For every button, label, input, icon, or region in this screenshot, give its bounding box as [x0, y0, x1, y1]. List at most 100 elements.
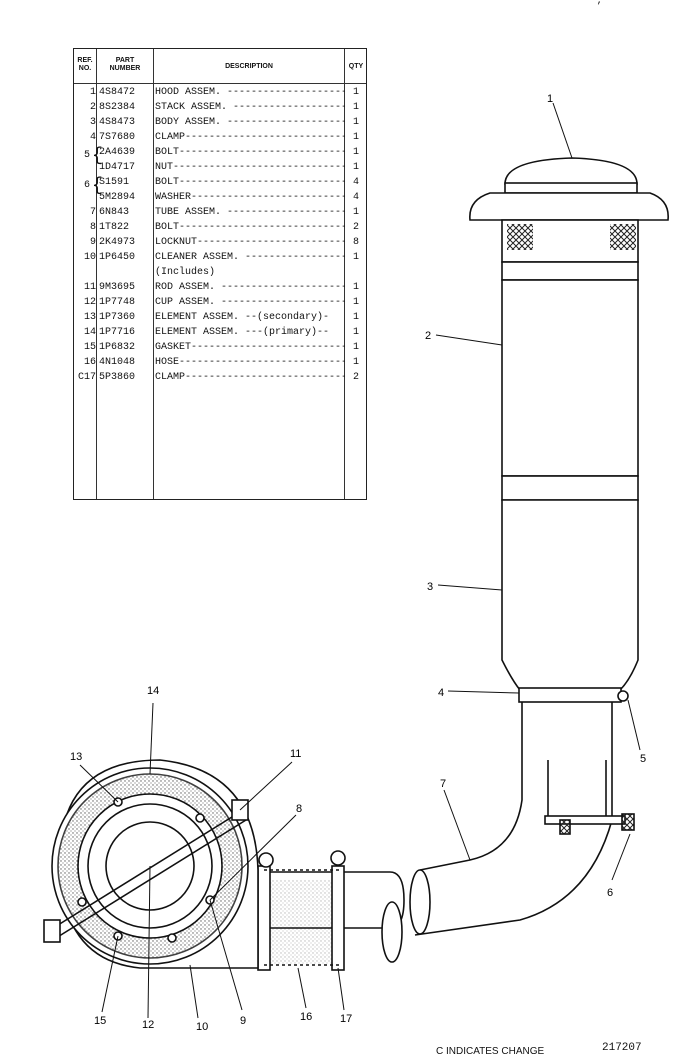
qty-cell: 4 — [352, 177, 359, 188]
hose — [239, 850, 405, 971]
part-number-cell: 1P7748 — [99, 297, 136, 308]
description-cell: HOSE------------------------------------ — [155, 357, 345, 368]
callout-14: 14 — [147, 685, 159, 697]
qty-cell: 1 — [352, 147, 359, 158]
description-cell: ELEMENT ASSEM. ---(primary)-- — [155, 327, 330, 338]
table-row: S1591 BOLT-------------------------------… — [74, 176, 366, 190]
group-ref-6: 6 — [84, 180, 91, 191]
callout-9: 9 — [240, 1015, 246, 1027]
qty-cell: 1 — [352, 357, 359, 368]
part-number-cell: 5M2894 — [99, 192, 136, 203]
corner-mark: ’ — [596, 2, 603, 13]
ref-cell: 16 — [83, 357, 96, 368]
table-row: 5M2894 WASHER----------------------------… — [74, 191, 366, 205]
callout-6: 6 — [607, 887, 613, 899]
description-cell: BOLT------------------------------------ — [155, 222, 345, 233]
ref-cell: 15 — [83, 342, 96, 353]
callout-15: 15 — [94, 1015, 106, 1027]
part-number-cell: 1P6832 — [99, 342, 136, 353]
header-part-number: PART NUMBER — [109, 57, 141, 72]
callout-4: 4 — [438, 687, 444, 699]
ref-cell: 4 — [89, 132, 96, 143]
callout-3: 3 — [427, 581, 433, 593]
ref-cell: 3 — [89, 117, 96, 128]
callout-7: 7 — [440, 778, 446, 790]
description-cell: CLAMP----------------------------------- — [155, 372, 345, 383]
part-number-cell: 8S2384 — [99, 102, 136, 113]
part-number-cell: 1P6450 — [99, 252, 136, 263]
callout-numbers: 1 2 3 4 5 6 7 8 9 10 11 12 13 14 15 16 1… — [70, 93, 646, 1033]
group-brace-5: { — [92, 146, 103, 166]
group-ref-5: 5 — [84, 150, 91, 161]
qty-cell: 1 — [352, 132, 359, 143]
callout-10: 10 — [196, 1021, 208, 1033]
description-cell: WASHER---------------------------------- — [155, 192, 345, 203]
description-cell: CLAMP----------------------------------- — [155, 132, 345, 143]
description-cell: CUP ASSEM. ------------------------ — [155, 297, 345, 308]
description-cell: LOCKNUT--------------------------------- — [155, 237, 345, 248]
callout-5: 5 — [640, 753, 646, 765]
part-number-cell: 4S8472 — [99, 87, 136, 98]
ref-cell: 10 — [83, 252, 96, 263]
description-cell: STACK ASSEM. --------------------------- — [155, 102, 345, 113]
description-cell: NUT------------------------------------- — [155, 162, 345, 173]
table-row: 47S7680CLAMP----------------------------… — [74, 131, 366, 145]
hood-assembly — [469, 157, 669, 263]
description-cell: HOOD ASSEM. ---------------------------- — [155, 87, 345, 98]
callout-16: 16 — [300, 1011, 312, 1023]
part-number-cell: 1T822 — [99, 222, 130, 233]
part-number-cell: S1591 — [99, 177, 130, 188]
qty-cell: 1 — [352, 207, 359, 218]
part-number-cell: 2A4639 — [99, 147, 136, 158]
description-cell: BODY ASSEM. ---------------------------- — [155, 117, 345, 128]
table-row: 2A4639 BOLT------------------------------… — [74, 146, 366, 160]
ref-cell: 14 — [83, 327, 96, 338]
ref-cell: 8 — [89, 222, 96, 233]
description-cell: (Includes) — [155, 267, 216, 278]
description-cell: BOLT------------------------------------ — [155, 177, 345, 188]
qty-cell: 4 — [352, 192, 359, 203]
change-note: C INDICATES CHANGE — [436, 1046, 545, 1057]
header-qty: QTY — [348, 63, 364, 70]
qty-cell: 2 — [352, 222, 359, 233]
qty-cell: 1 — [352, 252, 359, 263]
qty-cell: 8 — [352, 237, 359, 248]
tube-assembly — [409, 702, 635, 936]
qty-cell: 1 — [352, 282, 359, 293]
description-cell: BOLT------------------------------------ — [155, 147, 345, 158]
callout-1: 1 — [547, 93, 553, 105]
group-brace-6: { — [92, 176, 103, 196]
callout-13: 13 — [70, 751, 82, 763]
callout-17: 17 — [340, 1013, 352, 1025]
ref-cell: 13 — [83, 312, 96, 323]
qty-cell: 1 — [352, 87, 359, 98]
callout-12: 12 — [142, 1019, 154, 1031]
ref-cell: 7 — [89, 207, 96, 218]
qty-cell: 1 — [352, 327, 359, 338]
part-number-cell: 2K4973 — [99, 237, 136, 248]
table-row: (Includes) — [74, 266, 366, 280]
header-description: DESCRIPTION — [225, 63, 273, 70]
ref-cell: 9 — [89, 237, 96, 248]
header-ref: REF. NO. — [77, 57, 93, 72]
cleaner-assembly — [43, 759, 259, 969]
callout-11: 11 — [290, 748, 301, 760]
part-number-cell: 1D4717 — [99, 162, 136, 173]
qty-cell: 1 — [352, 312, 359, 323]
description-cell: GASKET---------------------------------- — [155, 342, 345, 353]
description-cell: TUBE ASSEM. ---------------------------- — [155, 207, 345, 218]
part-number-cell: 4N1048 — [99, 357, 136, 368]
